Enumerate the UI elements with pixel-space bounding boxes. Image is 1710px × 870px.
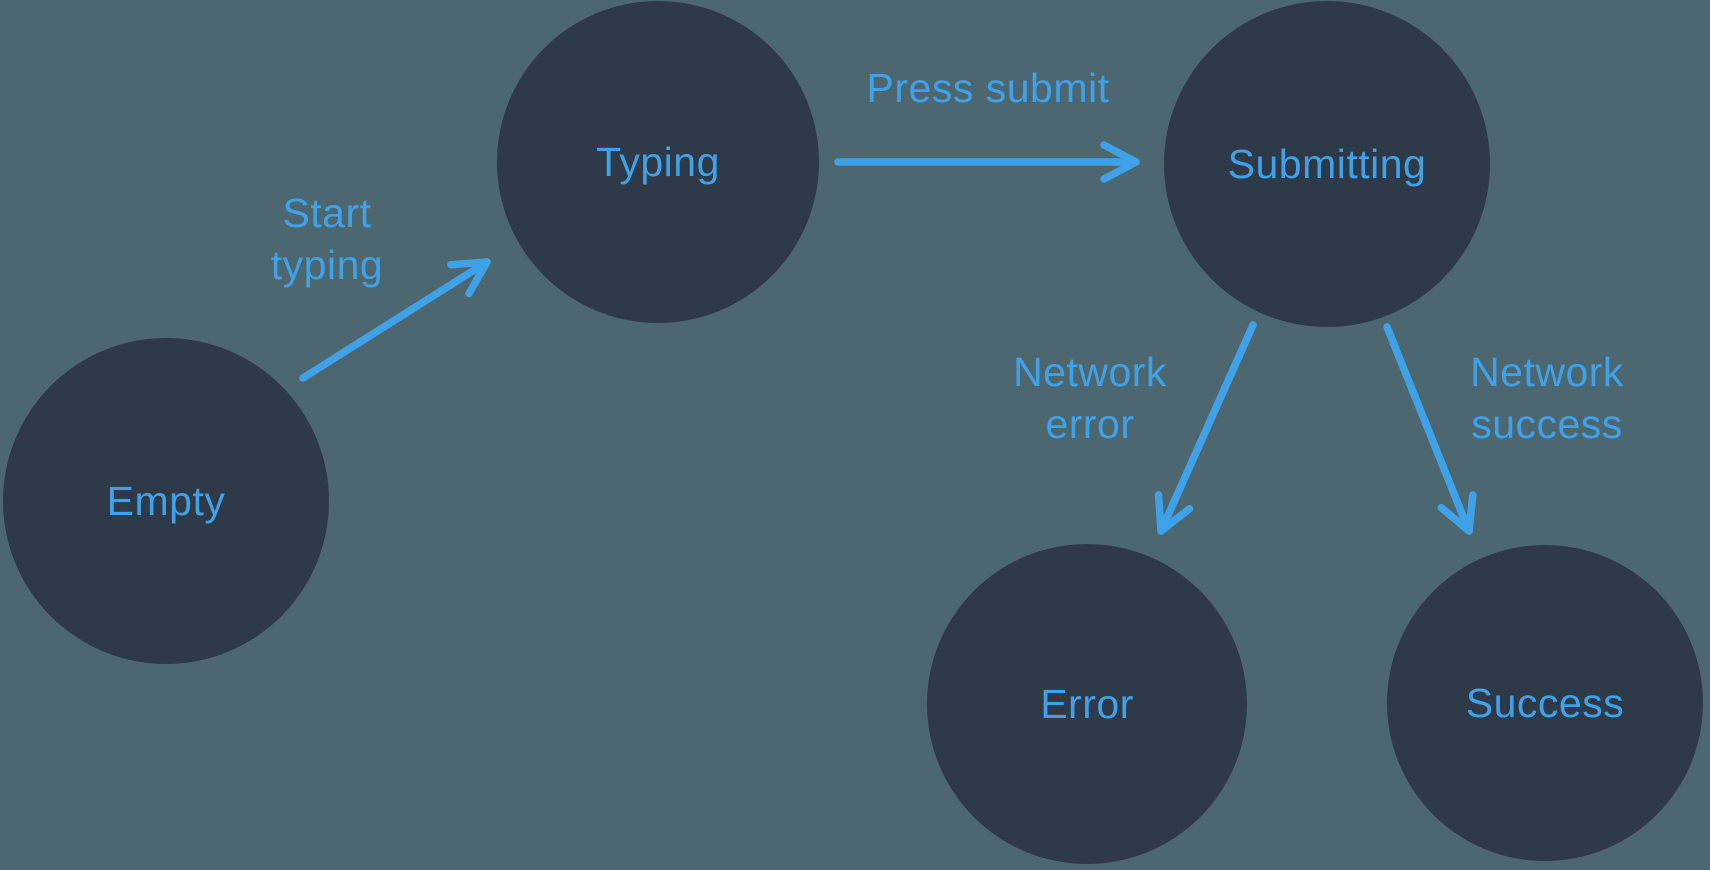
- transition-label-line: Press submit: [866, 65, 1110, 111]
- transition-label-line: error: [1045, 401, 1135, 447]
- transition-label-network-error: Network error: [1013, 346, 1167, 450]
- state-label-error: Error: [1040, 680, 1134, 727]
- transition-arrow-submitting-to-error: [1154, 321, 1257, 535]
- transition-label-start-typing: Start typing: [271, 187, 383, 291]
- transition-label-line: success: [1471, 401, 1623, 447]
- state-node-empty: Empty: [3, 338, 329, 664]
- state-label-typing: Typing: [596, 138, 720, 185]
- transition-label-line: Network: [1470, 349, 1624, 395]
- state-label-success: Success: [1465, 679, 1625, 726]
- transition-arrow-submitting-to-success: [1383, 323, 1477, 535]
- transition-label-press-submit: Press submit: [867, 62, 1110, 114]
- transition-label-line: Start: [282, 190, 372, 236]
- transition-label-network-success: Network success: [1470, 346, 1624, 450]
- state-node-submitting: Submitting: [1164, 1, 1490, 327]
- state-node-error: Error: [927, 544, 1247, 864]
- transition-label-line: typing: [270, 242, 384, 288]
- state-label-submitting: Submitting: [1227, 140, 1427, 187]
- state-node-typing: Typing: [497, 1, 819, 323]
- state-label-empty: Empty: [106, 477, 226, 524]
- state-node-success: Success: [1387, 545, 1703, 861]
- transition-label-line: Network: [1013, 349, 1167, 395]
